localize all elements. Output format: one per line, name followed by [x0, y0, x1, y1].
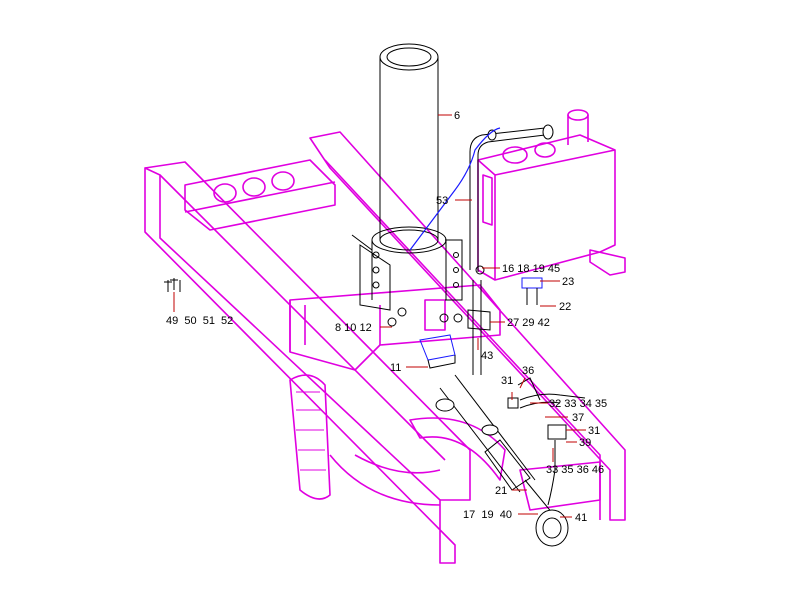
callout-8-10-12: 8 10 12 — [335, 322, 372, 334]
pressure-pipe — [469, 124, 554, 375]
callout-21: 21 — [495, 485, 507, 497]
callout-23: 23 — [562, 276, 574, 288]
bracket-11 — [419, 334, 456, 369]
callout-31-upper: 31 — [501, 375, 513, 387]
callout-27-29-42: 27 29 42 — [507, 317, 550, 329]
callout-43: 43 — [481, 350, 493, 362]
fittings-front — [387, 265, 491, 331]
callout-39: 39 — [579, 437, 591, 449]
callout-16-18-19-45: 16 18 19 45 — [502, 263, 560, 275]
pump-and-shaft — [435, 374, 586, 547]
hydraulic-tank — [477, 109, 616, 281]
callout-labels: 6 53 16 18 19 45 23 22 27 29 42 8 10 12 … — [166, 110, 607, 524]
return-hose — [409, 127, 501, 251]
callout-33-35-36-46: 33 35 36 46 — [546, 464, 604, 476]
callout-53: 53 — [436, 195, 448, 207]
callout-6: 6 — [454, 110, 460, 122]
hydraulic-cylinder — [351, 43, 463, 311]
callout-37: 37 — [572, 412, 584, 424]
callout-22: 22 — [559, 301, 571, 313]
valve-23 — [521, 277, 543, 305]
bolt-set-49-52 — [164, 278, 181, 292]
callout-49-50-51-52: 49 50 51 52 — [166, 315, 233, 327]
callout-41: 41 — [575, 512, 587, 524]
leader-lines — [173, 114, 586, 518]
callout-17-19-40: 17 19 40 — [463, 509, 512, 521]
callout-36: 36 — [522, 365, 534, 377]
callout-11: 11 — [390, 362, 401, 374]
chassis-frame — [144, 131, 626, 564]
callout-31-lower: 31 — [588, 425, 600, 437]
callout-32-33-34-35: 32 33 34 35 — [549, 398, 607, 410]
